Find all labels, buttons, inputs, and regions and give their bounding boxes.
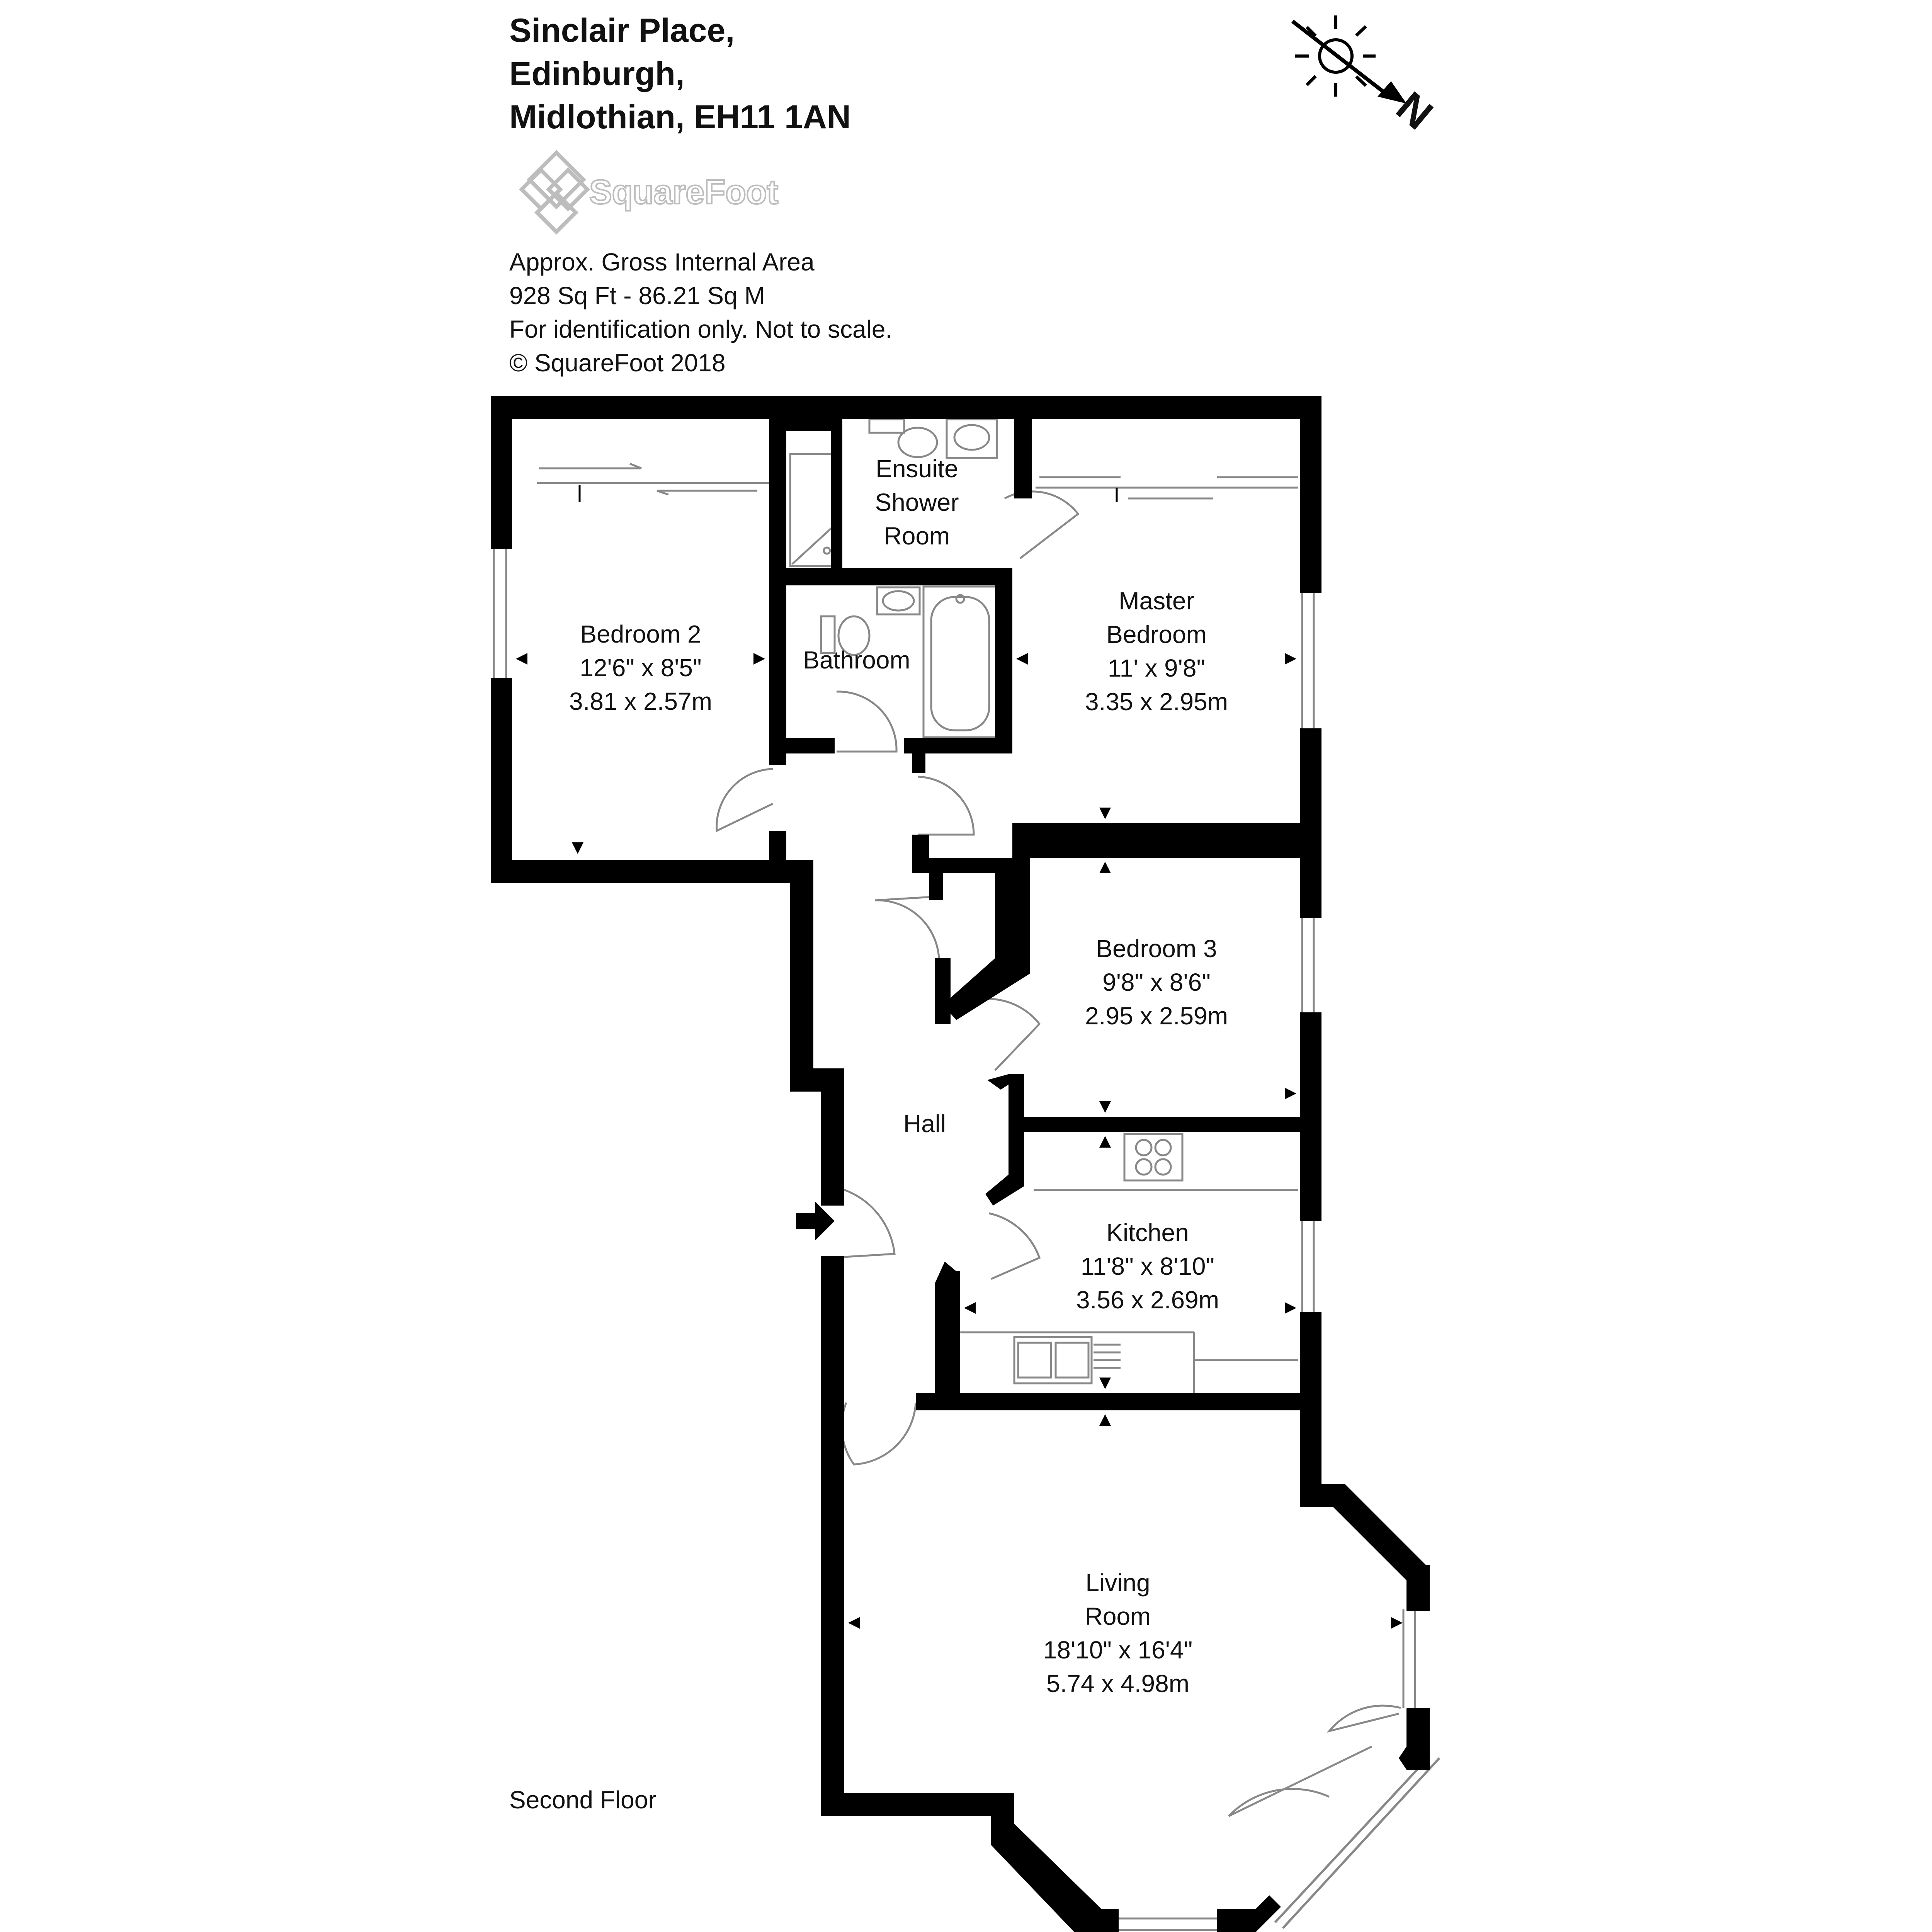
- kitchen-name: Kitchen: [1106, 1219, 1189, 1247]
- compass-sun-icon: [1291, 15, 1406, 104]
- living-metric: 5.74 x 4.98m: [1046, 1670, 1189, 1697]
- kitchen-worktop-bottom: [951, 1331, 1298, 1395]
- room-bathroom: Bathroom: [803, 646, 910, 674]
- room-hall: Hall: [903, 1110, 946, 1138]
- door-swings: [716, 490, 1440, 1929]
- master-imperial: 11' x 9'8": [1108, 654, 1205, 682]
- bathroom-basin-icon: [876, 586, 921, 616]
- ensuite-basin-icon: [946, 418, 998, 459]
- master-name-2: Bedroom: [1106, 621, 1207, 648]
- kitchen-worktop-top: [1034, 1133, 1298, 1191]
- info-disclaimer: For identification only. Not to scale.: [509, 315, 892, 343]
- room-bedroom-2: Bedroom 2 12'6" x 8'5" 3.81 x 2.57m: [569, 620, 712, 715]
- address-line-2: Edinburgh,: [509, 55, 685, 92]
- info-area-value: 928 Sq Ft - 86.21 Sq M: [509, 282, 765, 310]
- info-area-title: Approx. Gross Internal Area: [509, 248, 815, 276]
- kitchen-imperial: 11'8" x 8'10": [1081, 1252, 1214, 1280]
- bath-icon: [922, 585, 998, 738]
- entrance-arrow-icon: [796, 1202, 835, 1240]
- room-ensuite: Ensuite Shower Room: [875, 455, 959, 550]
- bathroom-toilet-icon: [820, 615, 871, 656]
- floor-label: Second Floor: [509, 1786, 656, 1814]
- room-bedroom-3: Bedroom 3 9'8" x 8'6" 2.95 x 2.59m: [1085, 935, 1228, 1030]
- ensuite-label-2: Shower: [875, 488, 959, 516]
- kitchen-metric: 3.56 x 2.69m: [1076, 1286, 1219, 1314]
- windows: [493, 549, 1416, 1931]
- info-block: Approx. Gross Internal Area 928 Sq Ft - …: [509, 248, 892, 377]
- room-kitchen: Kitchen 11'8" x 8'10" 3.56 x 2.69m: [1076, 1219, 1219, 1314]
- bathroom-name: Bathroom: [803, 646, 910, 674]
- bedroom-3-metric: 2.95 x 2.59m: [1085, 1002, 1228, 1030]
- info-copyright: © SquareFoot 2018: [509, 349, 726, 377]
- bedroom-2-name: Bedroom 2: [580, 620, 701, 648]
- room-living: Living Room 18'10" x 16'4" 5.74 x 4.98m: [1043, 1569, 1193, 1697]
- living-name-1: Living: [1085, 1569, 1150, 1597]
- room-master-bedroom: Master Bedroom 11' x 9'8" 3.35 x 2.95m: [1085, 587, 1228, 716]
- bedroom-2-imperial: 12'6" x 8'5": [580, 654, 701, 682]
- walls: [491, 396, 1430, 1932]
- bedroom-2-metric: 3.81 x 2.57m: [569, 687, 712, 715]
- hall-name: Hall: [903, 1110, 946, 1138]
- logo-text: SquareFoot: [589, 173, 778, 211]
- address-line-3: Midlothian, EH11 1AN: [509, 99, 851, 136]
- measurement-arrows: [516, 653, 1403, 1629]
- ensuite-label-1: Ensuite: [876, 455, 958, 483]
- squarefoot-logo-mark-icon: [519, 150, 590, 235]
- address-line-1: Sinclair Place,: [509, 12, 735, 49]
- address-block: Sinclair Place, Edinburgh, Midlothian, E…: [509, 12, 851, 136]
- ensuite-label-3: Room: [884, 522, 950, 550]
- ensuite-toilet-icon: [868, 418, 938, 458]
- wardrobe-bedroom-2: [537, 463, 773, 502]
- bedroom-3-imperial: 9'8" x 8'6": [1102, 968, 1211, 996]
- wardrobe-master: [1036, 476, 1298, 502]
- living-name-2: Room: [1085, 1602, 1151, 1630]
- squarefoot-logo: SquareFoot: [519, 150, 779, 235]
- bedroom-3-name: Bedroom 3: [1096, 935, 1217, 963]
- master-name-1: Master: [1119, 587, 1194, 615]
- master-metric: 3.35 x 2.95m: [1085, 688, 1228, 716]
- living-imperial: 18'10" x 16'4": [1043, 1636, 1193, 1664]
